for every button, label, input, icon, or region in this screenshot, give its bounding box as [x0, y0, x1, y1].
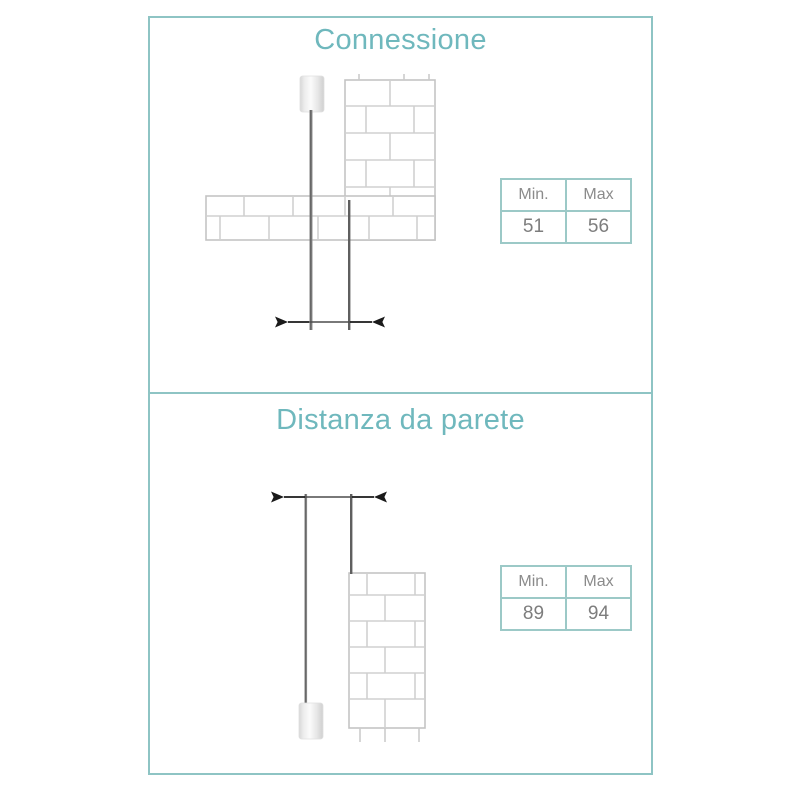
panel-title-connessione: Connessione [314, 24, 487, 56]
panel-2-wall [348, 572, 426, 742]
table-header-min: Min. [500, 178, 567, 212]
table-header-max: Max [565, 565, 632, 599]
dimension-table-distanza-da-parete: Min. Max 89 94 [500, 565, 632, 631]
panel-title-distanza-da-parete: Distanza da parete [276, 404, 525, 436]
table-header-min: Min. [500, 565, 567, 599]
panel-1-extension-line [348, 200, 351, 330]
table-value-min: 51 [500, 210, 567, 244]
table-value-max: 94 [565, 597, 632, 631]
panel-2-wall-extension-line [350, 494, 353, 574]
table-value-max: 56 [565, 210, 632, 244]
panel-1-fixture [299, 75, 325, 330]
panel-1-horizontal-wall [205, 195, 436, 241]
table-row: 89 94 [500, 597, 632, 631]
panel-divider [148, 392, 653, 394]
panel-2-fixture [298, 494, 324, 740]
table-row: Min. Max [500, 178, 632, 212]
dimension-table-connessione: Min. Max 51 56 [500, 178, 632, 244]
table-header-max: Max [565, 178, 632, 212]
table-row: 51 56 [500, 210, 632, 244]
table-value-min: 89 [500, 597, 567, 631]
table-row: Min. Max [500, 565, 632, 599]
